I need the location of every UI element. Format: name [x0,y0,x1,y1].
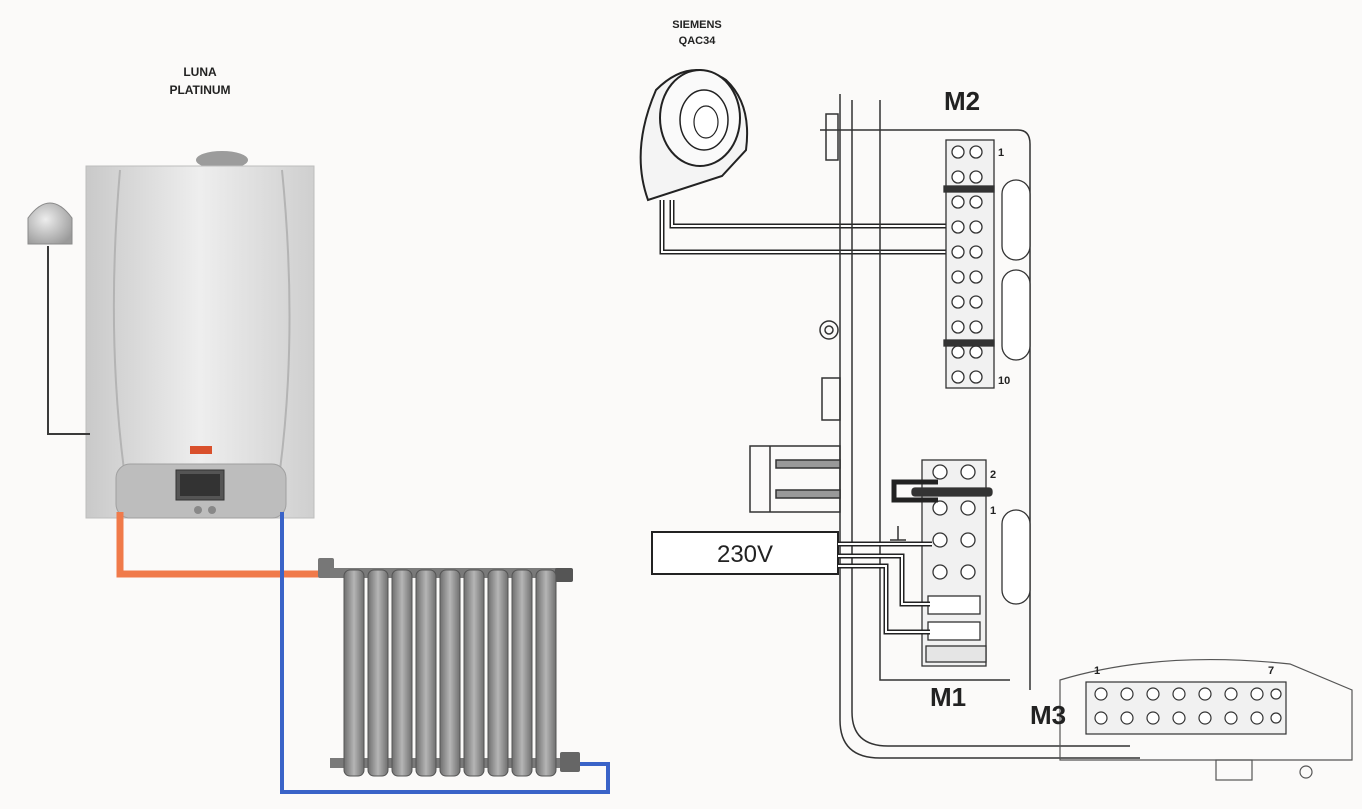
control-board [819,94,1140,759]
boiler-name-line1: LUNA [183,65,217,79]
supply-wire-neutral-inner [838,565,930,633]
m3-terminal-block [1085,681,1287,735]
m1-pin-top: 2 [990,469,996,481]
m2-label: M2 [944,86,980,116]
return-pipe [280,512,610,794]
power-supply-label: 230V [717,541,773,568]
sensor-wire-1 [669,200,946,229]
flow-pipe [116,512,330,578]
m1-pin-second: 1 [990,505,996,517]
room-thermostat-icon [27,202,90,435]
m3-pin-last: 7 [1268,665,1274,677]
din-rail [749,445,841,513]
boiler-logo [190,446,212,454]
boiler-name-line2: PLATINUM [169,83,230,97]
radiator-icon [318,558,580,777]
m2-terminal-block [943,139,1031,389]
sensor-model: QAC34 [679,35,717,47]
outdoor-sensor-icon [639,69,749,202]
m3-label: M3 [1030,700,1066,730]
m1-terminal-block [911,459,1031,667]
m1-jumper-wire [891,479,938,503]
sensor-wire-1-inner [671,200,946,227]
boiler-icon [85,165,315,519]
m2-pin-last: 10 [998,375,1010,387]
m3-board [1059,658,1353,781]
supply-wire-live-inner [838,555,930,605]
boiler-flue [196,151,248,169]
power-supply-box: 230V [651,531,839,575]
m3-pin-first: 1 [1094,665,1100,677]
m2-pin-first: 1 [998,147,1004,159]
sensor-brand: SIEMENS [672,19,722,31]
ground-symbol-icon [890,526,906,545]
m1-label: M1 [930,682,966,712]
